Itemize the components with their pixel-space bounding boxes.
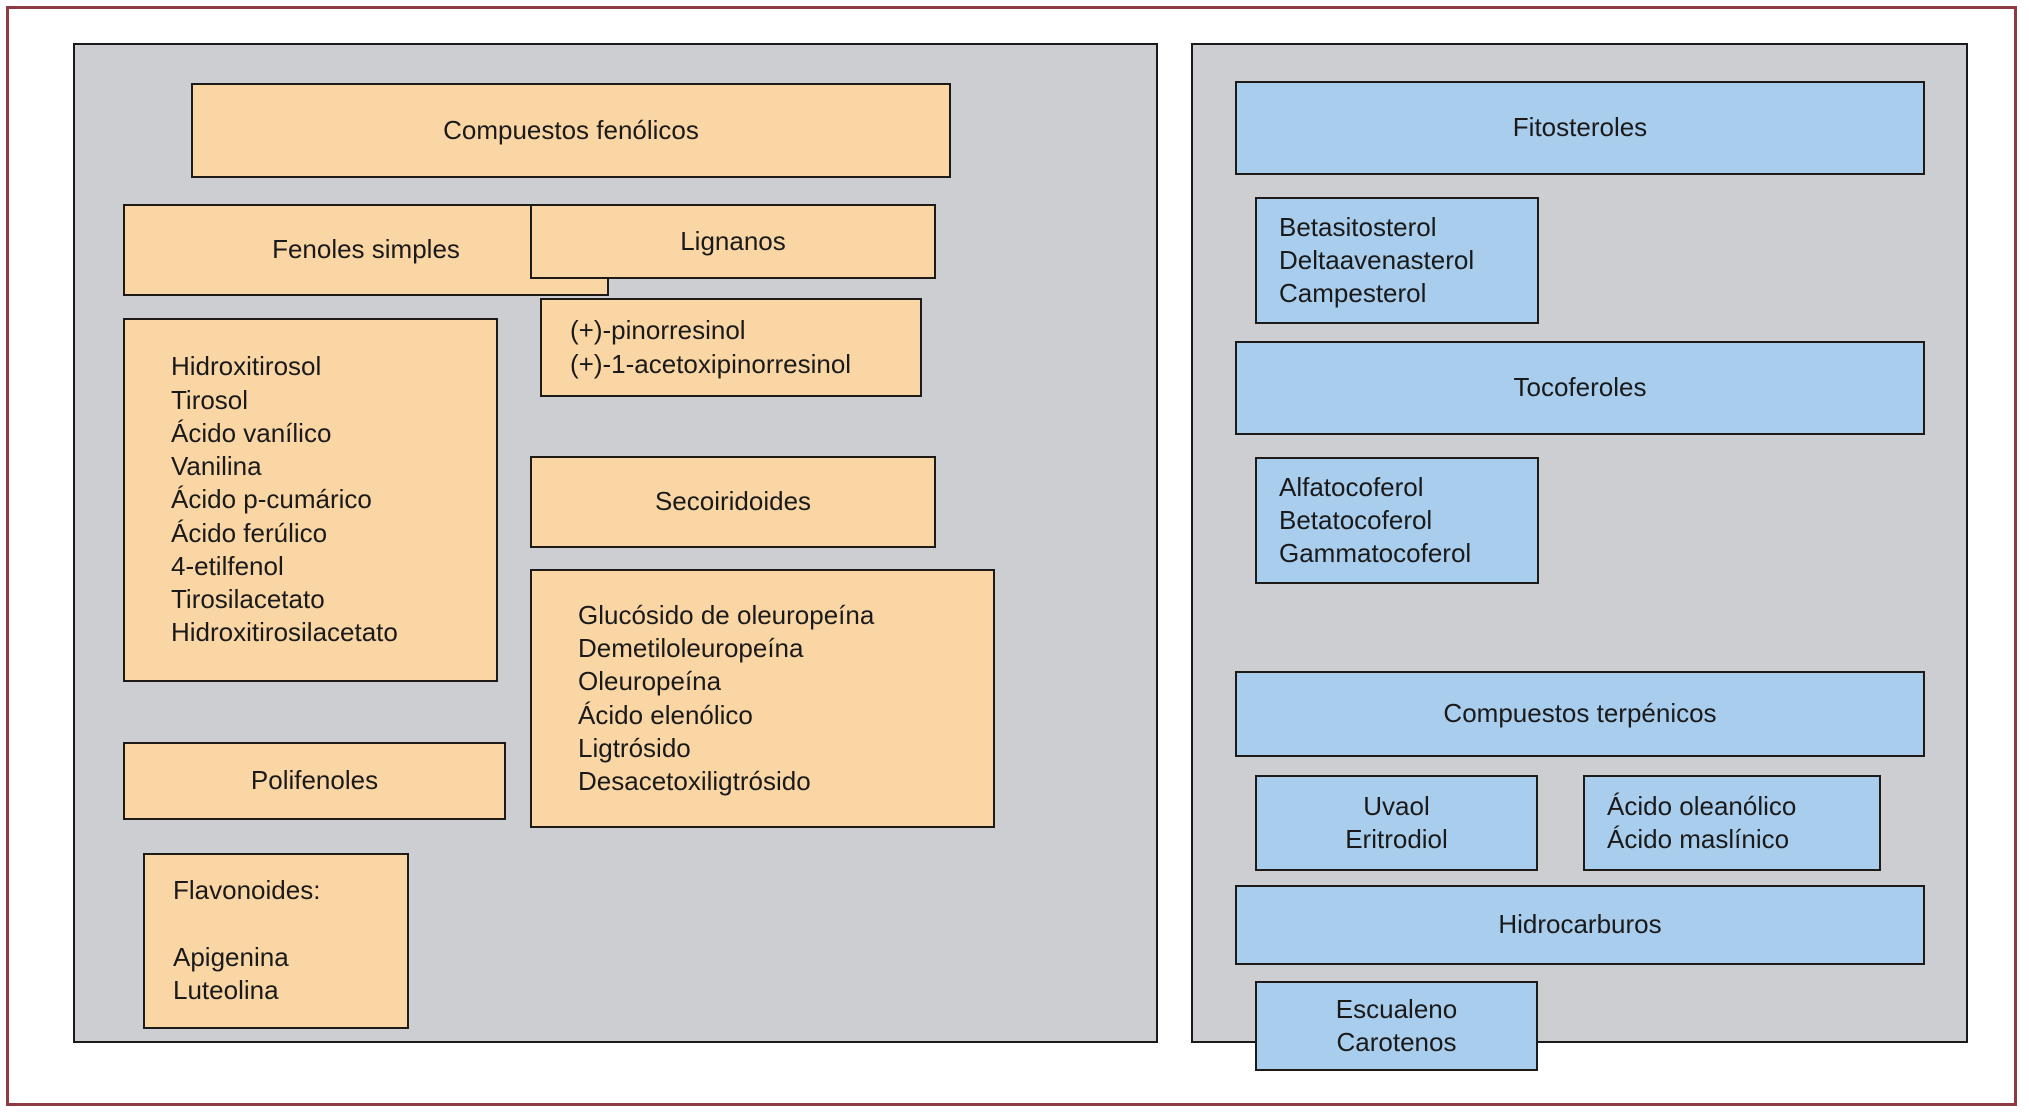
list-fenoles-simples: Hidroxitirosol Tirosol Ácido vanílico Va… [171,351,398,648]
box-secoiridoides-header: Secoiridoides [530,456,936,548]
box-lignanos-items: (+)-pinorresinol (+)-1-acetoxipinorresin… [540,298,922,397]
box-fenoles-simples-items: Hidroxitirosol Tirosol Ácido vanílico Va… [123,318,498,682]
box-fitosteroles-header: Fitosteroles [1235,81,1925,175]
label-tocoferoles: Tocoferoles [1513,372,1647,403]
box-hidrocarburos-header: Hidrocarburos [1235,885,1925,965]
label-compuestos-fenolicos: Compuestos fenólicos [443,114,699,145]
box-polifenoles-items: Flavonoides: Apigenina Luteolina [143,853,409,1029]
list-polifenoles: Flavonoides: Apigenina Luteolina [173,875,321,1006]
list-terpenicos-left: Uvaol Eritrodiol [1345,790,1448,854]
box-hidrocarburos-items: Escualeno Carotenos [1255,981,1538,1071]
label-compuestos-terpenicos: Compuestos terpénicos [1443,698,1717,729]
box-lignanos-header: Lignanos [530,204,936,279]
box-fenoles-simples-header: Fenoles simples [123,204,609,296]
box-tocoferoles-items: Alfatocoferol Betatocoferol Gammatocofer… [1255,457,1539,584]
box-compuestos-terpenicos-header: Compuestos terpénicos [1235,671,1925,757]
box-terpenicos-items-left: Uvaol Eritrodiol [1255,775,1538,871]
label-fitosteroles: Fitosteroles [1512,112,1648,143]
box-secoiridoides-items: Glucósido de oleuropeína Demetiloleurope… [530,569,995,828]
box-polifenoles-header: Polifenoles [123,742,506,820]
label-hidrocarburos: Hidrocarburos [1498,909,1662,940]
figure-frame: Compuestos fenólicos Fenoles simples Hid… [6,6,2017,1106]
list-fitosteroles: Betasitosterol Deltaavenasterol Campeste… [1279,211,1475,309]
box-compuestos-fenolicos-title: Compuestos fenólicos [191,83,951,178]
list-terpenicos-right: Ácido oleanólico Ácido maslínico [1607,790,1797,854]
box-terpenicos-items-right: Ácido oleanólico Ácido maslínico [1583,775,1881,871]
list-secoiridoides: Glucósido de oleuropeína Demetiloleurope… [578,599,875,797]
list-hidrocarburos: Escualeno Carotenos [1335,993,1458,1057]
box-fitosteroles-items: Betasitosterol Deltaavenasterol Campeste… [1255,197,1539,324]
panel-compuestos-fenolicos: Compuestos fenólicos Fenoles simples Hid… [73,43,1158,1043]
label-lignanos: Lignanos [680,225,786,256]
list-tocoferoles: Alfatocoferol Betatocoferol Gammatocofer… [1279,471,1472,569]
box-tocoferoles-header: Tocoferoles [1235,341,1925,435]
label-fenoles-simples: Fenoles simples [272,234,460,265]
label-polifenoles: Polifenoles [250,765,379,796]
panel-insaponificable: Fitosteroles Betasitosterol Deltaavenast… [1191,43,1968,1071]
list-lignanos: (+)-pinorresinol (+)-1-acetoxipinorresin… [570,315,852,379]
label-secoiridoides: Secoiridoides [654,486,812,517]
